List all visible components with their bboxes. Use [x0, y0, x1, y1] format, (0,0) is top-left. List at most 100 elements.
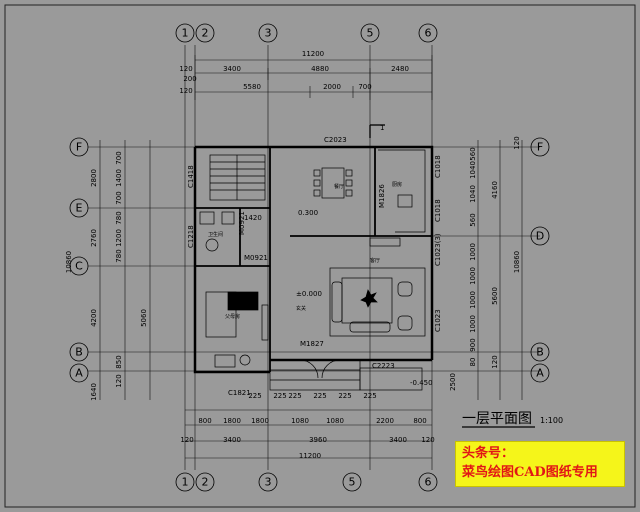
dim-right-120: 120: [491, 355, 499, 368]
dim-right-560b: 560: [469, 213, 477, 226]
dim-right-4160: 4160: [491, 181, 499, 199]
dim-bot-800b: 800: [413, 417, 426, 425]
label-window-bottom-right: C2223: [372, 362, 395, 370]
dim-left-850: 850: [115, 355, 123, 368]
dim-left-1400: 1400: [115, 169, 123, 187]
dim-left-5060: 5060: [140, 309, 148, 327]
axis-left-F: F: [76, 141, 82, 154]
dim-bot-120a: 120: [180, 436, 193, 444]
dim-top-2000: 2000: [323, 83, 341, 91]
dim-left-700a: 700: [115, 151, 123, 164]
dim-left-700b: 700: [115, 191, 123, 204]
dim-left-4200: 4200: [90, 309, 98, 327]
dining-table: [313, 167, 353, 199]
label-door-small: M0921: [238, 211, 246, 235]
dim-right-top-120: 120: [513, 136, 521, 149]
room-bedroom: 父母房: [225, 313, 240, 320]
axis-top-5: 5: [367, 27, 374, 40]
dim-right-2500: 2500: [449, 373, 457, 391]
dim-bot-225b: 225: [273, 392, 286, 400]
dim-right-80: 80: [469, 358, 477, 367]
label-door-kitchen: M1826: [378, 184, 386, 208]
section-mark: [369, 124, 385, 138]
dim-top-120a: 120: [179, 65, 192, 73]
axis-left-E: E: [76, 202, 83, 215]
room-bath: 卫生间: [208, 231, 223, 238]
dim-left-120: 120: [115, 374, 123, 387]
label-window-bottom-left: C1821: [228, 389, 251, 397]
axis-right-F: F: [537, 141, 543, 154]
label-level-300: 0.300: [298, 209, 318, 217]
dim-top-4880: 4880: [311, 65, 329, 73]
axis-top-6: 6: [425, 27, 432, 40]
dim-left-2800: 2800: [90, 169, 98, 187]
drawing-title: 一层平面图: [462, 411, 532, 427]
axis-left-A: A: [75, 367, 83, 380]
label-window-right1: C1018: [434, 155, 442, 178]
dim-right-total: 10860: [513, 251, 521, 273]
top-dimension-lines: [194, 55, 433, 100]
label-door-bath: M0921: [244, 254, 268, 262]
label-door-main: M1827: [300, 340, 324, 348]
dim-top-overall: 11200: [302, 50, 324, 58]
drawing-scale: 1:100: [540, 416, 563, 425]
label-window-top: C2023: [324, 136, 347, 144]
bathroom-fixtures: [199, 211, 251, 368]
grid-lines-vertical: [184, 45, 433, 470]
dim-bot-1080b: 1080: [326, 417, 344, 425]
dim-bot-3400b: 3400: [389, 436, 407, 444]
dim-right-1000c: 1000: [469, 291, 477, 309]
axis-right-B: B: [536, 346, 544, 359]
dim-top-700: 700: [358, 83, 371, 91]
axis-bottom-3: 3: [265, 476, 272, 489]
bedroom-furniture: [205, 291, 269, 341]
label-window-left1: C1418: [187, 165, 195, 188]
axis-bottom-2: 2: [202, 476, 209, 489]
dim-right-1000b: 1000: [469, 267, 477, 285]
frame-border: [4, 4, 636, 508]
label-level-zero: ±0.000: [296, 290, 322, 298]
watermark-banner: 头条号： 菜鸟绘图CAD图纸专用: [455, 441, 625, 487]
room-foyer: 玄关: [296, 305, 306, 312]
label-window-right4: C1023(3): [434, 233, 442, 266]
label-section-mark: 1: [380, 124, 384, 132]
axis-bottom-6: 6: [425, 476, 432, 489]
dim-right-1040a: 1040: [469, 161, 477, 179]
dim-right-560a: 560: [469, 147, 477, 160]
dim-bot-1800b: 1800: [251, 417, 269, 425]
dim-right-1000a: 1000: [469, 243, 477, 261]
dim-bot-overall: 11200: [299, 452, 321, 460]
dim-bot-225a: 225: [248, 392, 261, 400]
interior-walls: [195, 147, 432, 372]
label-window-right2: C1018: [434, 199, 442, 222]
dim-left-total: 10860: [65, 251, 73, 273]
room-kitchen: 厨房: [392, 181, 402, 188]
dim-top-3400: 3400: [223, 65, 241, 73]
label-window-left2: C1218: [187, 225, 195, 248]
left-dimension-lines: [99, 140, 151, 400]
dim-left-2760: 2760: [90, 229, 98, 247]
exterior-walls: [193, 145, 434, 374]
axis-top-1: 1: [182, 27, 189, 40]
dim-left-1200: 1200: [115, 229, 123, 247]
room-living: 客厅: [370, 257, 380, 264]
dim-right-1000d: 1000: [469, 315, 477, 333]
dim-left-780a: 780: [115, 211, 123, 224]
dim-top-120b: 120: [179, 87, 192, 95]
room-dining: 餐厅: [334, 183, 344, 190]
dim-top-200: 200: [183, 75, 196, 83]
axis-left-B: B: [75, 346, 83, 359]
watermark-line1: 头条号：: [462, 446, 515, 461]
bottom-dimension-lines: [185, 409, 432, 459]
kitchen-counter: [378, 149, 426, 233]
right-dimension-lines: [477, 140, 523, 400]
axis-right-D: D: [536, 230, 544, 243]
dim-bot-225f: 225: [363, 392, 376, 400]
dim-bot-225d: 225: [313, 392, 326, 400]
axis-top-3: 3: [265, 27, 272, 40]
dim-top-2480: 2480: [391, 65, 409, 73]
label-window-right3: C1023: [434, 309, 442, 332]
label-level-neg: -0.450: [410, 379, 433, 387]
